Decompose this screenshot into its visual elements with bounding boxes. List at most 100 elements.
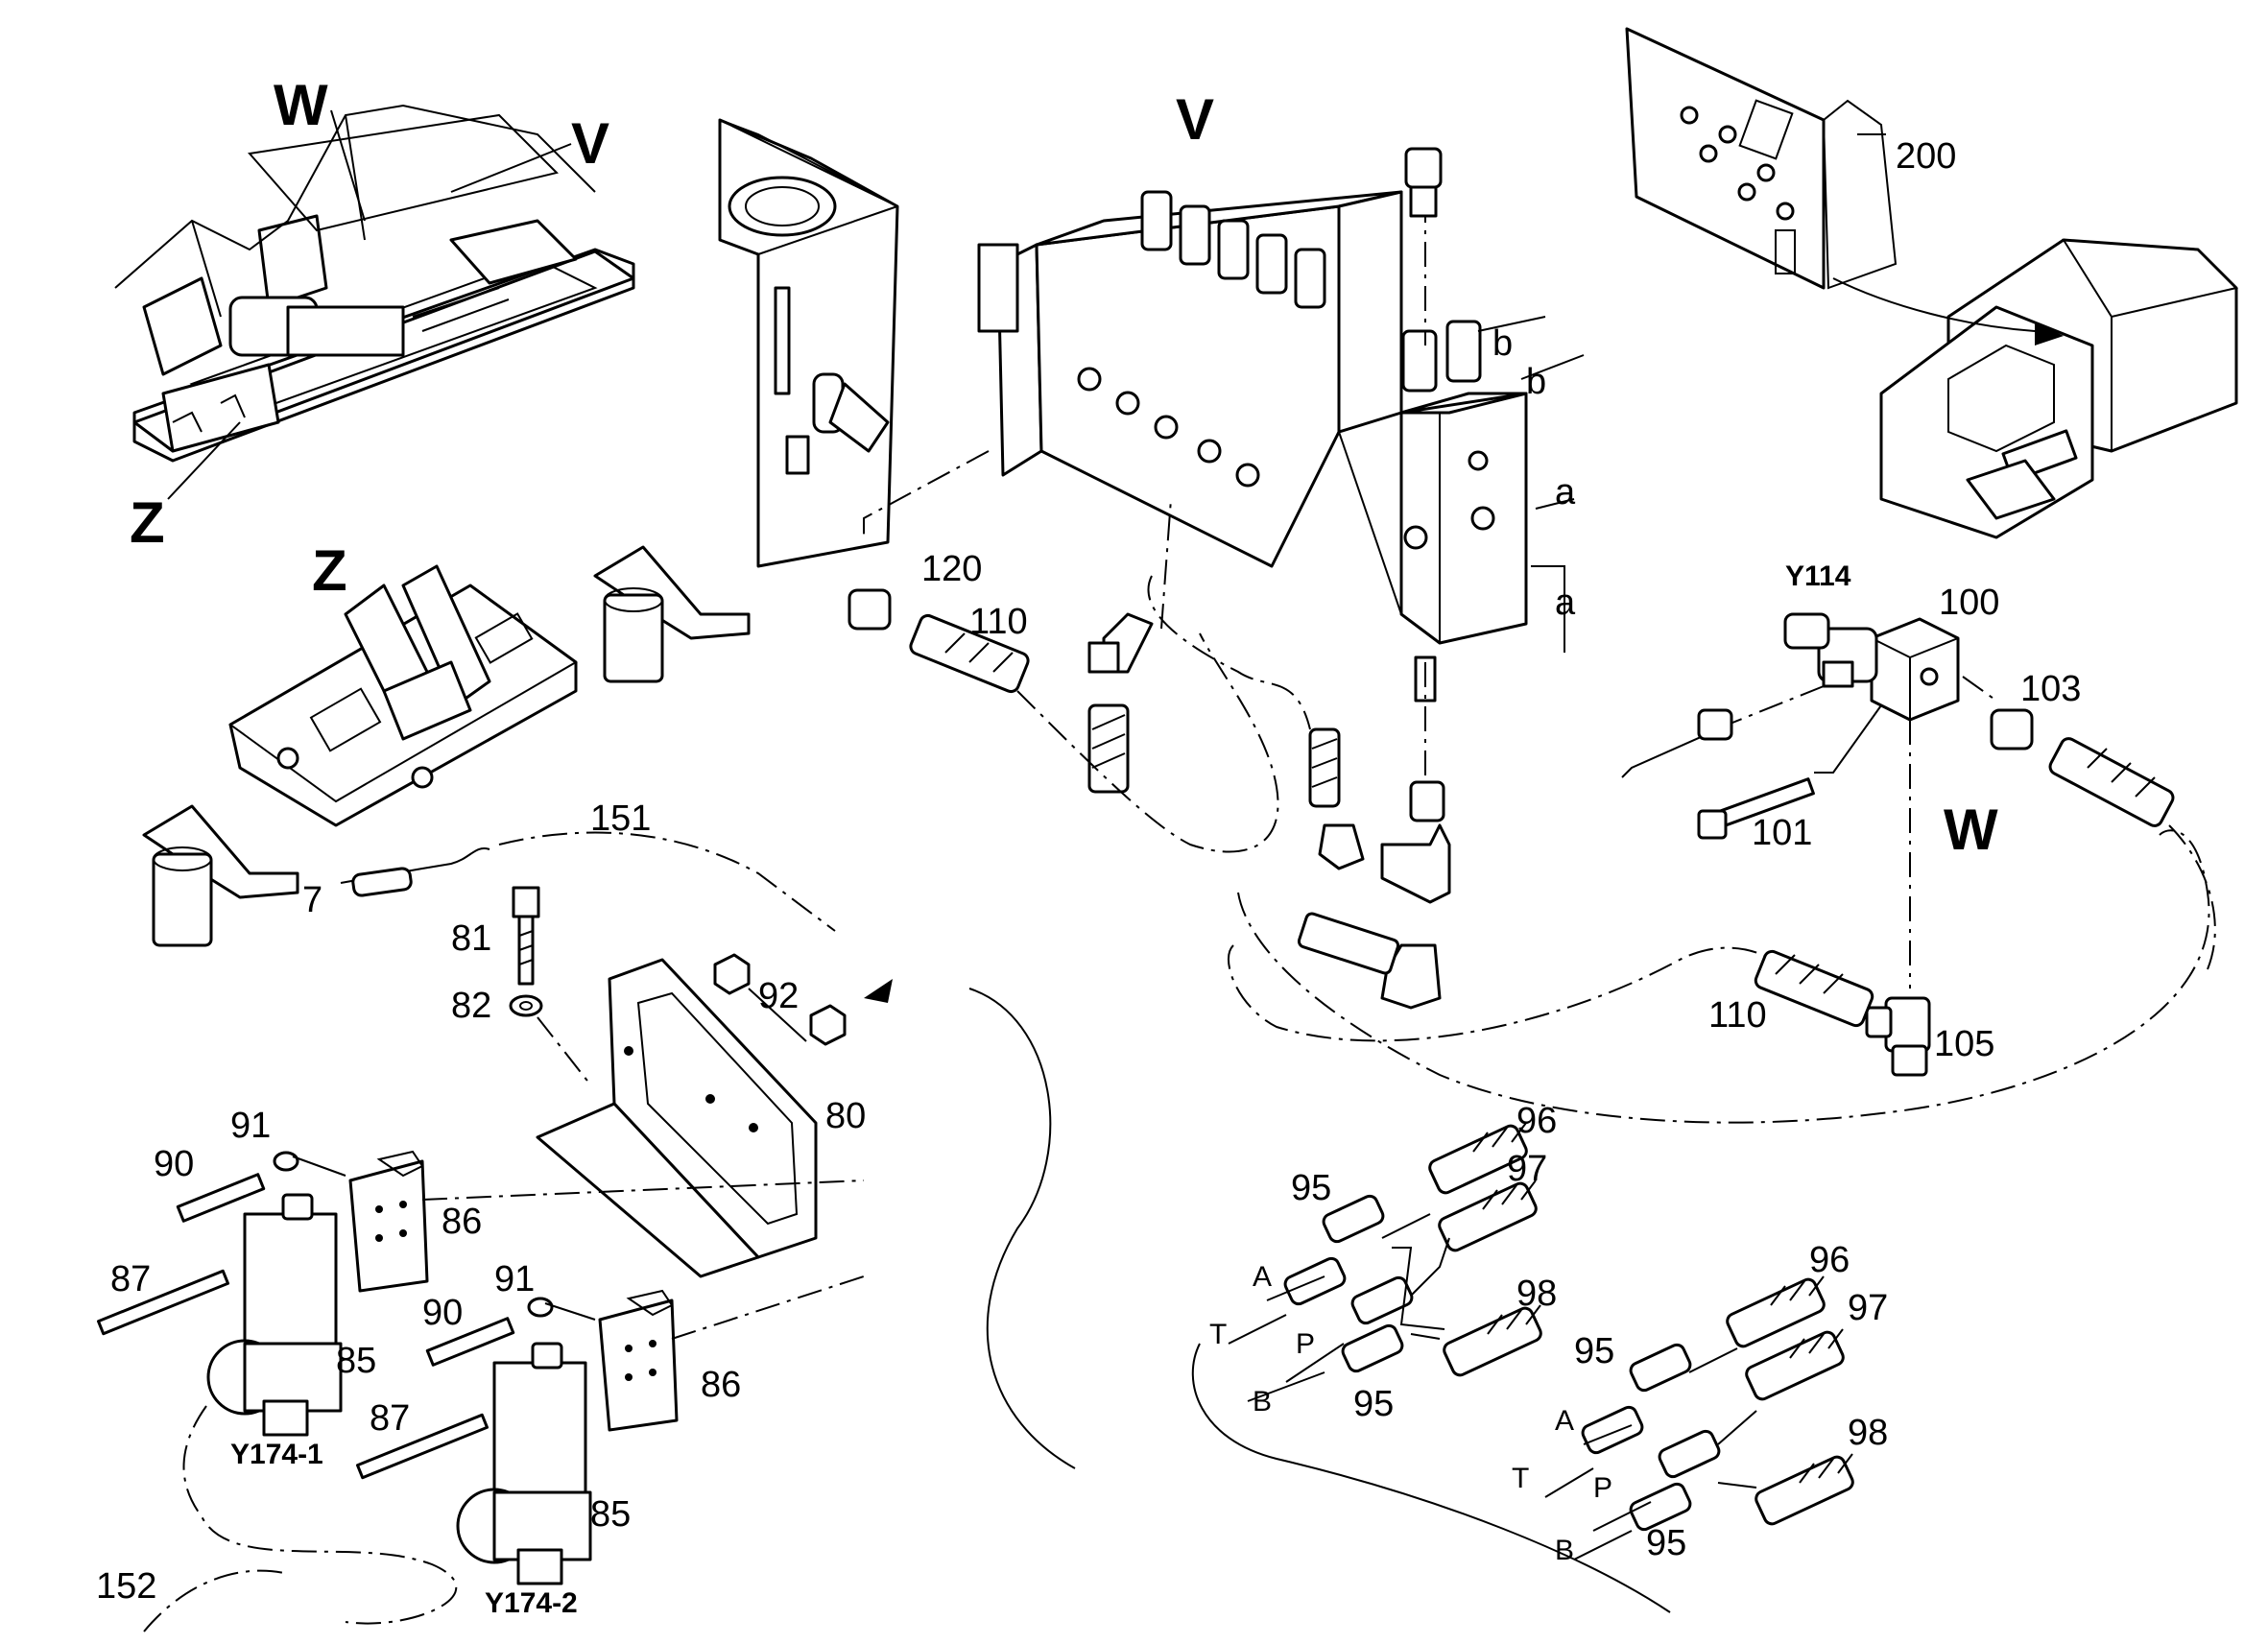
sensor-cable [1621, 728, 1719, 778]
sensor-connector [1697, 708, 1733, 741]
view-label-v: V [571, 111, 609, 176]
part-num-86-b: 86 [701, 1365, 741, 1405]
part-num-91-a: 91 [230, 1106, 271, 1146]
part-num-110-lower: 110 [1708, 995, 1767, 1036]
conn-letter-P-b: P [1593, 1472, 1612, 1504]
tee-fitting-105 [1865, 996, 1931, 1077]
elbow-fitting-left [1087, 612, 1154, 674]
hose-110-upper [909, 613, 1030, 694]
part-num-95-c: 95 [1574, 1331, 1614, 1371]
part-num-91-b: 91 [494, 1259, 535, 1299]
short-hose-left [1087, 703, 1130, 794]
pipe-103-down [2168, 824, 2216, 970]
view-label-v-valve: V [1176, 87, 1214, 152]
part-num-86-a: 86 [442, 1202, 482, 1242]
bolt-87-b [355, 1413, 489, 1480]
view-label-z: Z [130, 490, 165, 555]
hose-110-lower [1754, 949, 1874, 1028]
pressure-block-100 [1870, 617, 1960, 722]
part-num-96-a: 96 [1516, 1101, 1557, 1141]
part-num-98-b: 98 [1848, 1413, 1888, 1453]
part-num-200: 200 [1896, 136, 1956, 177]
nut-92-a [713, 953, 751, 995]
tee-fitting [1380, 823, 1451, 904]
conn-letter-A-b: A [1555, 1405, 1574, 1437]
bracket-fitting-group [1191, 1343, 1671, 1613]
conn-letter-A-a: A [1253, 1261, 1272, 1293]
fitting-120 [848, 588, 892, 631]
part-num-81: 81 [451, 918, 491, 959]
part-num-96-b: 96 [1809, 1240, 1850, 1280]
part-num-110-upper: 110 [969, 602, 1028, 642]
part-num-85-a: 85 [336, 1341, 376, 1381]
valve-solenoids-top [1140, 190, 1482, 393]
lower-union [1409, 780, 1445, 822]
bolt-101-head [1697, 809, 1728, 840]
pipe-route-valve-center [1147, 575, 1311, 730]
solenoid-valve-y174-1 [206, 1193, 343, 1437]
pedal-lower [142, 804, 299, 947]
fitting-103 [1990, 708, 2034, 751]
conn-letter-T-b: T [1512, 1463, 1529, 1494]
bolt-81 [512, 886, 540, 986]
part-num-98-a: 98 [1516, 1274, 1557, 1314]
washer-91-b [527, 1297, 554, 1318]
part-num-100: 100 [1939, 583, 1999, 623]
view-label-z-pedals: Z [312, 538, 347, 603]
centerline-86b [671, 1275, 865, 1340]
conn-letter-a1: a [1555, 472, 1576, 512]
washer-82 [509, 994, 543, 1017]
component-code-y174-2: Y174-2 [485, 1587, 578, 1619]
part-num-95-a: 95 [1291, 1168, 1331, 1208]
part-num-87-a: 87 [110, 1259, 151, 1299]
cabin-overview [1879, 238, 2238, 539]
view-label-w-switch: W [1944, 798, 1998, 862]
solenoid-y114 [1783, 612, 1878, 688]
part-num-152: 152 [96, 1566, 156, 1607]
view-label-w: W [274, 73, 328, 137]
part-num-101: 101 [1752, 813, 1812, 853]
fitting-kit-lower [1544, 1275, 1854, 1561]
bracket-a2 [1531, 565, 1565, 653]
centerline-86a [421, 1179, 865, 1201]
centerline-block-103 [1962, 676, 1997, 702]
top-fitting-nut [1409, 185, 1438, 218]
component-code-y114: Y114 [1785, 560, 1851, 592]
cable-152-left [143, 1569, 289, 1632]
operator-platform-overview [114, 104, 635, 463]
part-num-7: 7 [302, 880, 322, 920]
fitting-kit-upper [1228, 1122, 1542, 1402]
arrow-head [2035, 322, 2064, 345]
nut-92-b [809, 1004, 847, 1046]
arrow-plate-to-cab [1832, 277, 2036, 332]
control-valve-block [977, 190, 1528, 703]
pipe-route-cab [863, 450, 990, 537]
part-num-87-b: 87 [370, 1398, 410, 1439]
bolt-90-b [425, 1317, 515, 1367]
conn-letter-B-b: B [1555, 1535, 1574, 1566]
part-num-95-b: 95 [1353, 1384, 1394, 1424]
pressure-switch-7 [340, 847, 490, 884]
part-num-92: 92 [758, 976, 799, 1016]
leader-v-top [450, 143, 572, 193]
pipe-route-main [1016, 632, 2210, 1124]
part-num-97-a: 97 [1507, 1149, 1547, 1189]
conn-letter-b1: b [1492, 323, 1513, 364]
leader-101 [1814, 704, 1882, 774]
gasket-86-a [348, 1150, 429, 1293]
top-fitting [1404, 147, 1443, 189]
mounting-plate-200 [1625, 27, 1898, 290]
short-hose-right [1308, 727, 1341, 808]
bolt-87-a [96, 1269, 230, 1336]
cab-frame [718, 118, 899, 568]
component-code-y174-1: Y174-1 [230, 1439, 323, 1470]
part-num-80: 80 [825, 1096, 866, 1136]
part-num-95-d: 95 [1646, 1523, 1686, 1563]
arrow-to-bracket [968, 988, 1076, 1469]
part-num-85-b: 85 [590, 1494, 631, 1535]
conn-letter-a2: a [1555, 583, 1576, 623]
pedal-upper [593, 545, 751, 683]
conn-letter-T-a: T [1209, 1319, 1227, 1350]
bolt-90-a [176, 1173, 266, 1223]
conn-letter-B-a: B [1253, 1386, 1272, 1418]
